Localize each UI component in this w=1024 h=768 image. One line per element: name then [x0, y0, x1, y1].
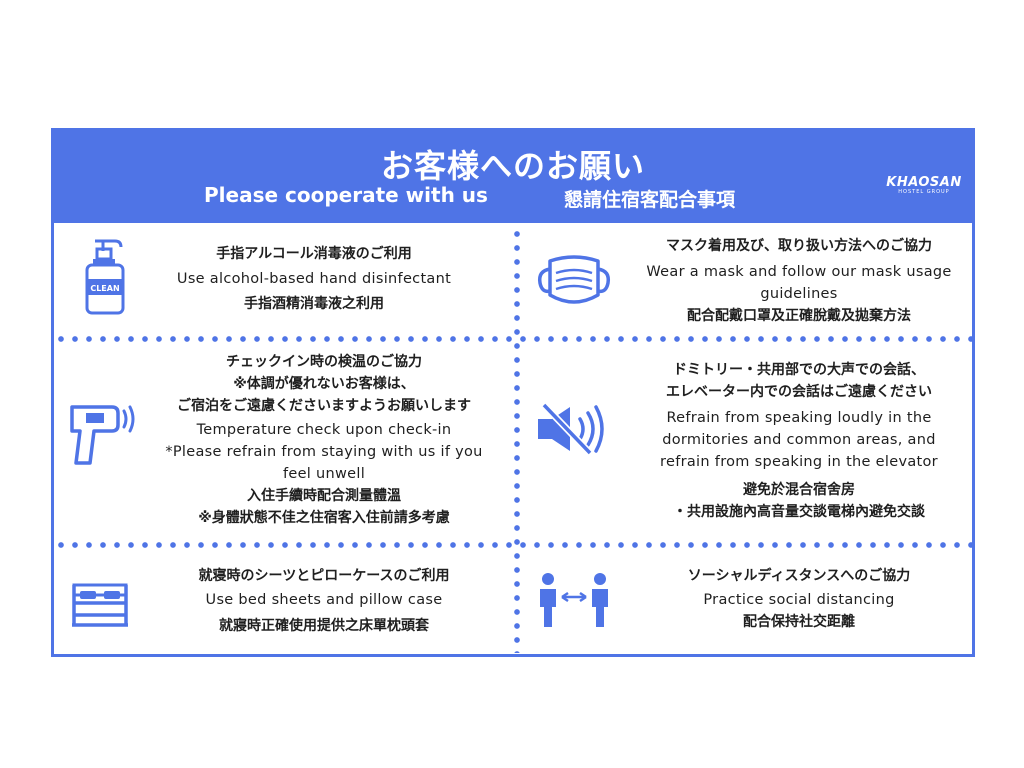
- item-temp-en-1: Temperature check upon check-in: [196, 422, 452, 438]
- item-temp-jp-3: ご宿泊をご遠慮くださいますようお願いします: [177, 398, 471, 414]
- item-temp-jp-2: ※体調が優れないお客様は、: [233, 376, 415, 392]
- item-quiet-zh-2: ・共用設施內高音量交談電梯內避免交談: [673, 504, 925, 520]
- horizontal-dotted-divider-2: [54, 541, 972, 549]
- item-temp-zh-2: ※身體狀態不佳之住宿客入住前請多考慮: [198, 510, 450, 526]
- item-temperature: チェックイン時の検温のご協力 ※体調が優れないお客様は、 ご宿泊をご遠慮ください…: [134, 351, 514, 529]
- subtitle-en: Please cooperate with us: [204, 183, 488, 207]
- item-sanitizer-jp: 手指アルコール消毒液のご利用: [216, 246, 412, 262]
- sanitizer-bottle-icon: CLEAN: [85, 239, 125, 315]
- face-mask-icon: [537, 255, 611, 304]
- horizontal-dotted-divider-1: [54, 335, 972, 343]
- item-mask-en-1: Wear a mask and follow our mask usage: [646, 264, 952, 280]
- item-temp-jp-1: チェックイン時の検温のご協力: [226, 354, 422, 370]
- sanitizer-label-text: CLEAN: [90, 284, 119, 293]
- item-mask-en-2: guidelines: [760, 286, 838, 302]
- logo-main-text: KHAOSAN: [886, 175, 962, 190]
- item-distance-jp: ソーシャルディスタンスへのご協力: [687, 568, 911, 584]
- mute-speaker-icon: [538, 402, 604, 456]
- item-quiet-en-1: Refrain from speaking loudly in the: [666, 410, 932, 426]
- item-temp-en-3: feel unwell: [282, 466, 366, 482]
- vertical-dotted-divider: [513, 227, 521, 653]
- item-temp-zh-1: 入住手續時配合測量體溫: [247, 488, 401, 504]
- item-sanitizer: 手指アルコール消毒液のご利用 Use alcohol-based hand di…: [134, 243, 494, 315]
- social-distance-icon: [540, 573, 608, 627]
- item-quiet-en-2: dormitories and common areas, and: [662, 432, 936, 448]
- thermometer-gun-icon: [70, 405, 135, 465]
- item-mask-jp: マスク着用及び、取り扱い方法へのご協力: [666, 238, 932, 254]
- item-quiet-zh-1: 避免於混合宿舍房: [743, 482, 855, 498]
- item-sanitizer-en: Use alcohol-based hand disinfectant: [176, 271, 452, 287]
- item-quiet-jp-2: エレベーター内での会話はご遠慮ください: [666, 384, 932, 400]
- header-banner: お客様へのお願い Please cooperate with us 懇請住宿客配…: [54, 131, 972, 223]
- item-bed-jp: 就寝時のシーツとピローケースのご利用: [198, 568, 450, 584]
- item-mask: マスク着用及び、取り扱い方法へのご協力 Wear a mask and foll…: [624, 235, 974, 327]
- logo-sub-text: HOSTEL GROUP: [898, 189, 950, 195]
- item-bed: 就寝時のシーツとピローケースのご利用 Use bed sheets and pi…: [134, 565, 514, 637]
- subtitle-zh: 懇請住宿客配合事項: [564, 189, 736, 211]
- item-quiet-jp-1: ドミトリー・共用部での大声での会話、: [673, 362, 925, 378]
- title-jp: お客様へのお願い: [380, 147, 645, 185]
- item-distance: ソーシャルディスタンスへのご協力 Practice social distanc…: [624, 565, 974, 633]
- item-distance-en: Practice social distancing: [703, 592, 895, 608]
- item-quiet: ドミトリー・共用部での大声での会話、 エレベーター内での会話はご遠慮ください R…: [624, 359, 974, 523]
- notice-card: お客様へのお願い Please cooperate with us 懇請住宿客配…: [51, 128, 975, 657]
- item-distance-zh: 配合保持社交距離: [743, 614, 855, 630]
- item-bed-zh: 就寢時正確使用提供之床單枕頭套: [219, 618, 429, 634]
- item-mask-zh: 配合配戴口罩及正確脫戴及拋棄方法: [687, 308, 911, 324]
- item-temp-en-2: *Please refrain from staying with us if …: [165, 444, 483, 460]
- khaosan-logo: KHAOSAN HOSTEL GROUP: [884, 175, 964, 195]
- bed-icon: [72, 583, 128, 627]
- item-bed-en: Use bed sheets and pillow case: [205, 592, 443, 608]
- item-quiet-en-3: refrain from speaking in the elevator: [660, 454, 938, 470]
- item-sanitizer-zh: 手指酒精消毒液之利用: [244, 296, 384, 312]
